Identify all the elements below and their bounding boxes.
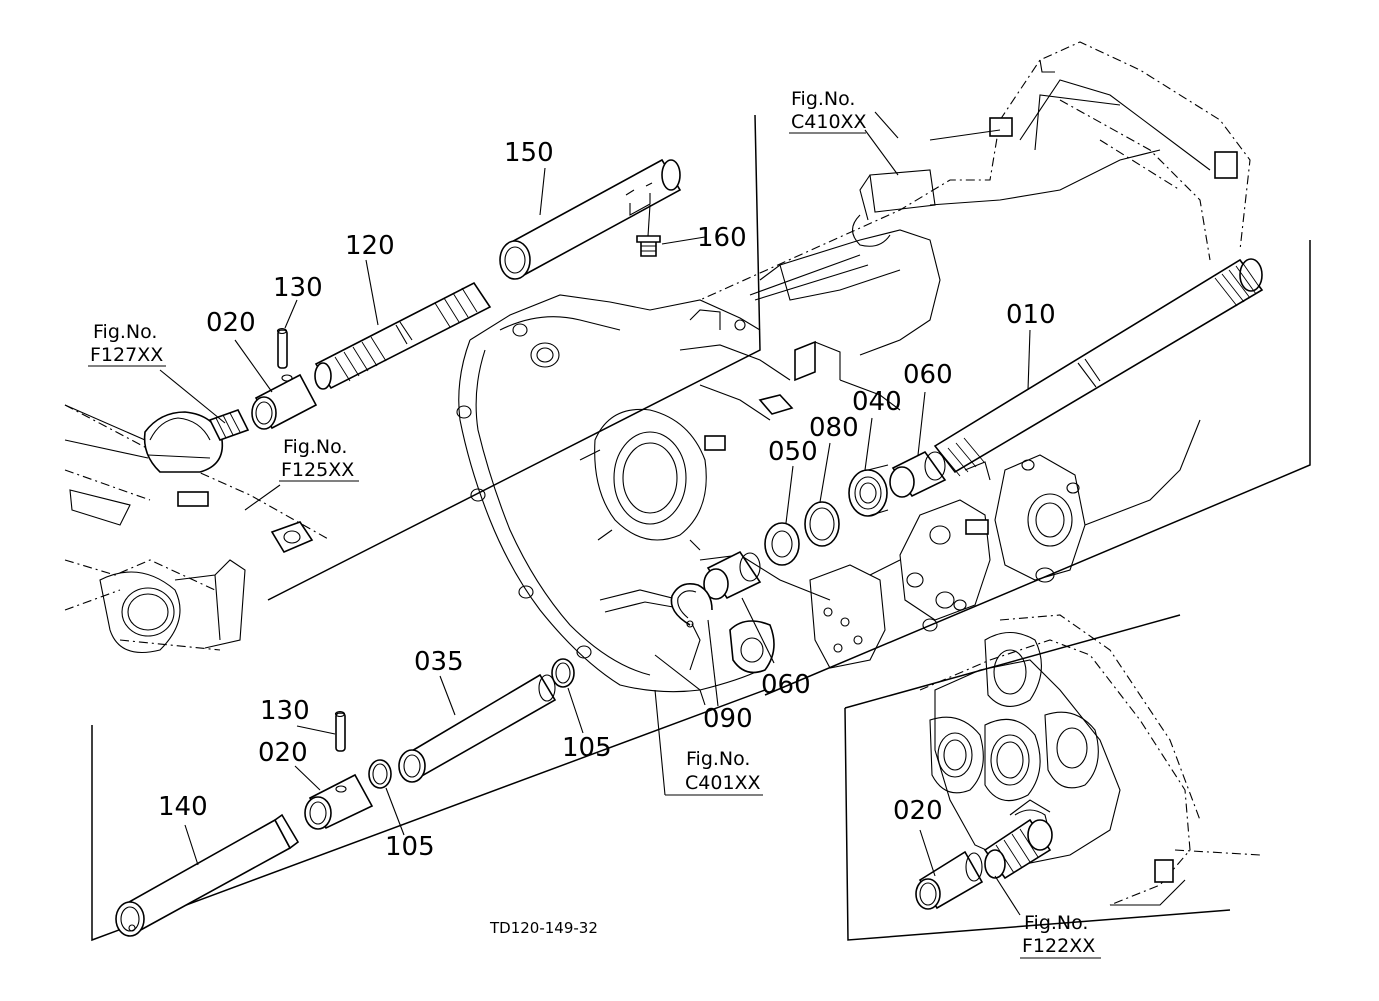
label-105-a: 105 bbox=[562, 733, 612, 763]
label-050: 050 bbox=[768, 437, 818, 467]
part-105-oring-b bbox=[368, 759, 392, 789]
boundary-lines bbox=[91, 114, 1311, 942]
label-040: 040 bbox=[852, 387, 902, 417]
label-120: 120 bbox=[345, 231, 395, 261]
part-120-shaft bbox=[314, 281, 492, 390]
rear-cover bbox=[919, 614, 1261, 906]
part-060-sleeve-top bbox=[889, 450, 947, 498]
label-160: 160 bbox=[697, 223, 747, 253]
part-105-oring-a bbox=[551, 658, 575, 688]
fig-ref-f122-code: F122XX bbox=[1022, 935, 1095, 957]
fig-ref-f122: Fig.No. F122XX bbox=[1020, 912, 1101, 959]
fig-ref-c410: Fig.No. C410XX bbox=[789, 88, 867, 134]
gear-case bbox=[456, 129, 1161, 706]
fig-ref-c401-code: C401XX bbox=[685, 772, 761, 794]
part-080-ring bbox=[804, 501, 840, 547]
part-090-circlip bbox=[670, 583, 713, 628]
fig-ref-f125-code: F125XX bbox=[281, 459, 354, 481]
label-020-right: 020 bbox=[893, 796, 943, 826]
label-140: 140 bbox=[158, 792, 208, 822]
label-010: 010 bbox=[1006, 300, 1056, 330]
label-130-top: 130 bbox=[273, 273, 323, 303]
part-050-seal bbox=[764, 522, 800, 566]
part-140-tube bbox=[115, 813, 300, 937]
part-160-valve bbox=[636, 235, 661, 257]
part-150-tube bbox=[499, 158, 682, 280]
part-130-pin-top bbox=[276, 327, 288, 369]
label-020-bottom: 020 bbox=[258, 738, 308, 768]
part-010-shaft bbox=[933, 258, 1264, 477]
fig-ref-f127: Fig.No. F127XX bbox=[88, 321, 166, 367]
valve-body bbox=[809, 419, 1201, 669]
part-020-sleeve-top bbox=[251, 373, 318, 430]
label-020-top: 020 bbox=[206, 308, 256, 338]
fig-ref-f122-prefix: Fig.No. bbox=[1024, 912, 1088, 934]
part-040-bearing bbox=[848, 464, 889, 517]
label-080: 080 bbox=[809, 413, 859, 443]
part-130-pin-bottom bbox=[334, 710, 346, 752]
part-060-sleeve-bottom bbox=[703, 550, 762, 600]
fig-ref-c410-code: C410XX bbox=[791, 111, 867, 133]
label-150: 150 bbox=[504, 138, 554, 168]
drawing-code: TD120-149-32 bbox=[489, 919, 598, 937]
fig-ref-f125-prefix: Fig.No. bbox=[283, 436, 347, 458]
part-020-sleeve-right bbox=[915, 850, 984, 910]
part-f127-coupling bbox=[64, 404, 250, 473]
label-060-top: 060 bbox=[903, 360, 953, 390]
part-020-sleeve-bottom bbox=[304, 773, 374, 830]
label-130-bottom: 130 bbox=[260, 696, 310, 726]
fig-ref-f127-code: F127XX bbox=[90, 344, 163, 366]
part-035-tube bbox=[398, 673, 557, 783]
leader-lines bbox=[159, 111, 1031, 916]
label-035: 035 bbox=[414, 647, 464, 677]
fig-ref-c401: Fig.No. C401XX bbox=[665, 748, 763, 796]
part-f122-splined bbox=[983, 799, 1053, 880]
fig-ref-f125: Fig.No. F125XX bbox=[279, 436, 359, 482]
left-frame-outline bbox=[64, 404, 331, 654]
rear-housing-outline bbox=[699, 41, 1251, 301]
part-labels: 150 160 120 130 020 010 060 040 080 050 … bbox=[158, 138, 1056, 862]
label-105-b: 105 bbox=[385, 832, 435, 862]
label-060-bottom: 060 bbox=[761, 670, 811, 700]
label-090: 090 bbox=[703, 704, 753, 734]
fig-ref-c410-prefix: Fig.No. bbox=[791, 88, 855, 110]
fig-ref-f127-prefix: Fig.No. bbox=[93, 321, 157, 343]
fig-ref-c401-prefix: Fig.No. bbox=[686, 748, 750, 770]
